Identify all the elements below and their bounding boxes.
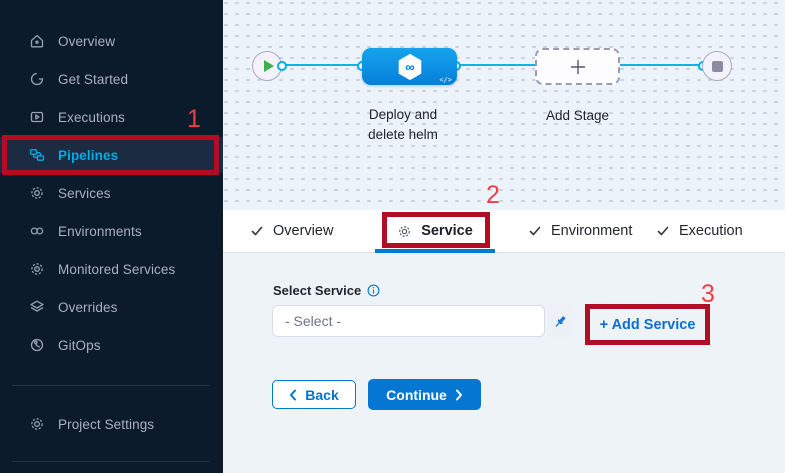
get-started-icon: [29, 71, 45, 87]
code-icon: </>: [439, 76, 452, 84]
tab-environment[interactable]: Environment: [528, 210, 632, 252]
pipeline-edge-line: [267, 64, 717, 66]
services-icon: [29, 185, 45, 201]
cd-hexagon-infinity-icon: ∞: [394, 51, 426, 83]
sidebar-item-executions[interactable]: Executions: [0, 107, 223, 127]
info-icon[interactable]: [367, 284, 380, 297]
pin-button[interactable]: [547, 305, 573, 337]
chevron-left-icon: [289, 389, 297, 401]
add-stage-label: Add Stage: [545, 108, 610, 123]
edge-connector-dot: [277, 61, 287, 71]
monitored-services-icon: [29, 261, 45, 277]
sidebar-item-overview[interactable]: Overview: [0, 31, 223, 51]
project-settings-gear-icon: [29, 416, 45, 432]
stop-icon: [711, 60, 723, 72]
environments-icon: [29, 223, 45, 239]
service-tab-content: Select Service - Select - + Add Service …: [223, 253, 785, 473]
back-button-label: Back: [305, 386, 339, 403]
tab-label: Overview: [273, 223, 334, 239]
sidebar-item-overrides[interactable]: Overrides: [0, 297, 223, 317]
continue-button[interactable]: Continue: [368, 379, 481, 410]
pipeline-canvas: ∞ </> Deploy and delete helm Add Stage 2: [223, 0, 785, 211]
continue-button-label: Continue: [386, 386, 447, 403]
tab-execution[interactable]: Execution: [656, 210, 743, 252]
sidebar-item-services[interactable]: Services: [0, 183, 223, 203]
tab-label: Environment: [551, 223, 633, 239]
gear-icon: [397, 224, 412, 239]
stage-name-label: Deploy and delete helm: [368, 107, 438, 142]
plus-icon: [568, 57, 588, 77]
tab-service[interactable]: Service: [375, 210, 495, 252]
stage-config-tabbar: Overview Service Environment Execution: [223, 210, 785, 253]
check-icon: [656, 224, 670, 238]
stage-node-deploy[interactable]: ∞ </>: [362, 48, 457, 85]
overrides-icon: [29, 299, 45, 315]
sidebar-item-project-settings[interactable]: Project Settings: [0, 414, 223, 434]
sidebar-item-label: Pipelines: [58, 147, 119, 163]
add-service-button[interactable]: + Add Service: [599, 316, 696, 333]
home-icon: [29, 33, 45, 49]
sidebar-item-monitored-services[interactable]: Monitored Services: [0, 259, 223, 279]
pin-icon: [553, 314, 568, 329]
annotation-number-2: 2: [486, 181, 500, 209]
check-icon: [528, 224, 542, 238]
sidebar-item-label: Monitored Services: [58, 261, 176, 277]
tab-label: Execution: [679, 223, 743, 239]
sidebar-item-gitops[interactable]: GitOps: [0, 335, 223, 355]
sidebar-divider: [12, 461, 210, 462]
service-select-dropdown[interactable]: - Select -: [272, 305, 545, 337]
sidebar-selected-row-highlight: [0, 137, 223, 173]
sidebar-item-label: Project Settings: [58, 416, 155, 432]
sidebar-item-environments[interactable]: Environments: [0, 221, 223, 241]
back-button[interactable]: Back: [272, 380, 356, 409]
play-icon: [263, 60, 274, 72]
gitops-icon: [29, 337, 45, 353]
sidebar-divider: [12, 385, 210, 386]
chevron-right-icon: [455, 389, 463, 401]
sidebar-item-label: GitOps: [58, 337, 101, 353]
select-service-label-row: Select Service: [273, 283, 380, 298]
select-service-label: Select Service: [273, 283, 362, 298]
executions-icon: [29, 109, 45, 125]
sidebar-item-label: Environments: [58, 223, 142, 239]
sidebar-item-label: Get Started: [58, 71, 129, 87]
sidebar: Overview Get Started Executions Pipeline…: [0, 0, 223, 473]
active-tab-underline: [375, 249, 495, 253]
select-placeholder: - Select -: [285, 313, 342, 329]
check-icon: [250, 224, 264, 238]
sidebar-item-pipelines[interactable]: Pipelines: [0, 145, 223, 165]
svg-text:∞: ∞: [405, 59, 414, 74]
add-stage-button[interactable]: [535, 48, 620, 85]
tab-label: Service: [421, 223, 473, 239]
sidebar-item-label: Executions: [58, 109, 126, 125]
sidebar-item-label: Overview: [58, 33, 116, 49]
sidebar-item-label: Overrides: [58, 299, 118, 315]
sidebar-item-get-started[interactable]: Get Started: [0, 69, 223, 89]
pipelines-icon: [29, 147, 45, 163]
pipeline-end-node: [702, 51, 732, 81]
tab-overview[interactable]: Overview: [250, 210, 333, 252]
sidebar-item-label: Services: [58, 185, 111, 201]
